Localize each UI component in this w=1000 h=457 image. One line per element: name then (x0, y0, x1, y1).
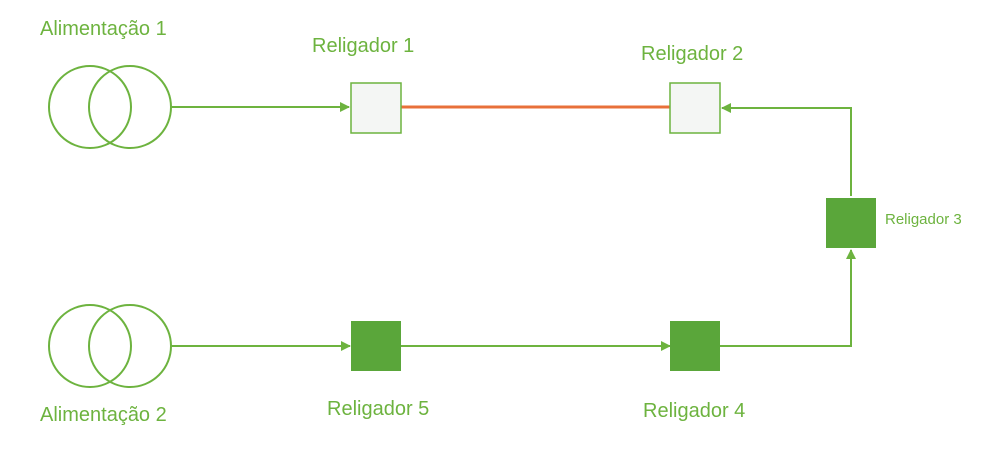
recloser-5-label: Religador 5 (327, 398, 430, 420)
transformer-1-icon (48, 65, 172, 149)
feeder-2-label: Alimentação 2 (40, 404, 167, 426)
line-recloser4-to-recloser3 (720, 249, 856, 347)
recloser-1-open-icon (350, 82, 402, 134)
line-recloser3-to-recloser2 (721, 103, 852, 196)
recloser-2-label: Religador 2 (641, 43, 744, 65)
recloser-1-label: Religador 1 (312, 35, 415, 57)
recloser-2-open-icon (669, 82, 721, 134)
recloser-3-closed-icon (826, 198, 876, 248)
recloser-3-label: Religador 3 (885, 211, 962, 228)
feeder-1-label: Alimentação 1 (40, 18, 167, 40)
transformer-2-icon (48, 304, 172, 388)
recloser-5-closed-icon (351, 321, 401, 371)
recloser-4-label: Religador 4 (643, 400, 746, 422)
recloser-4-closed-icon (670, 321, 720, 371)
